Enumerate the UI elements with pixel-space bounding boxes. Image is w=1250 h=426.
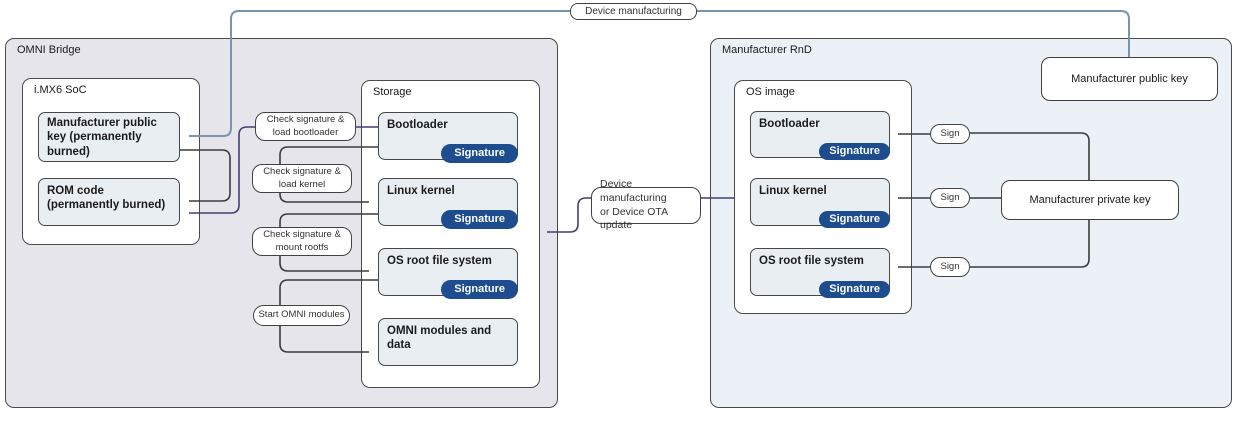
os-image-title: OS image — [746, 86, 795, 98]
storage-bootloader-label: Bootloader — [387, 119, 448, 131]
storage-linux-kernel-label: Linux kernel — [387, 185, 455, 197]
signature-badge: Signature — [819, 211, 890, 228]
osimage-bootloader-box: Bootloader Signature — [750, 111, 890, 160]
device-manufacturing-edge-label: Device manufacturing — [570, 3, 697, 20]
osimage-rootfs-box: OS root file system Signature — [750, 248, 890, 298]
signature-badge: Signature — [819, 281, 890, 298]
step-check-load-bootloader-label: Check signature & load bootloader — [255, 112, 356, 141]
manufacturer-public-key-burned-label: Manufacturer public key (permanently bur… — [47, 117, 157, 158]
rom-code-label: ROM code (permanently burned) — [47, 185, 166, 212]
osimage-linux-kernel-label: Linux kernel — [759, 185, 827, 197]
signature-badge: Signature — [819, 143, 890, 160]
storage-bootloader-box: Bootloader Signature — [378, 112, 518, 163]
imx6-soc-title: i.MX6 SoC — [34, 84, 87, 96]
omni-modules-box: OMNI modules and data — [378, 318, 518, 366]
sign-label-bootloader: Sign — [930, 124, 970, 144]
storage-linux-kernel-box: Linux kernel Signature — [378, 178, 518, 229]
signature-badge: Signature — [441, 144, 518, 163]
step-check-mount-rootfs-label: Check signature & mount rootfs — [252, 227, 352, 256]
manufacturer-private-key-box: Manufacturer private key — [1001, 180, 1179, 220]
storage-title: Storage — [373, 86, 412, 98]
osimage-linux-kernel-box: Linux kernel Signature — [750, 178, 890, 228]
omni-bridge-title: OMNI Bridge — [17, 44, 81, 56]
sign-label-kernel: Sign — [930, 188, 970, 208]
step-check-load-kernel-label: Check signature & load kernel — [252, 164, 352, 193]
ota-edge-label: Device manufacturing or Device OTA updat… — [591, 178, 701, 231]
osimage-bootloader-label: Bootloader — [759, 118, 820, 130]
osimage-rootfs-label: OS root file system — [759, 255, 864, 267]
manufacturer-rnd-title: Manufacturer RnD — [722, 44, 812, 56]
manufacturer-public-key-box: Manufacturer public key — [1041, 57, 1218, 101]
omni-modules-label: OMNI modules and data — [387, 325, 492, 352]
step-start-omni-modules-label: Start OMNI modules — [253, 305, 350, 326]
storage-rootfs-label: OS root file system — [387, 255, 492, 267]
sign-label-rootfs: Sign — [930, 257, 970, 277]
signature-badge: Signature — [441, 280, 518, 299]
signature-badge: Signature — [441, 210, 518, 229]
storage-rootfs-box: OS root file system Signature — [378, 248, 518, 299]
rom-code-box: ROM code (permanently burned) — [38, 178, 180, 226]
manufacturer-public-key-burned-box: Manufacturer public key (permanently bur… — [38, 112, 180, 162]
